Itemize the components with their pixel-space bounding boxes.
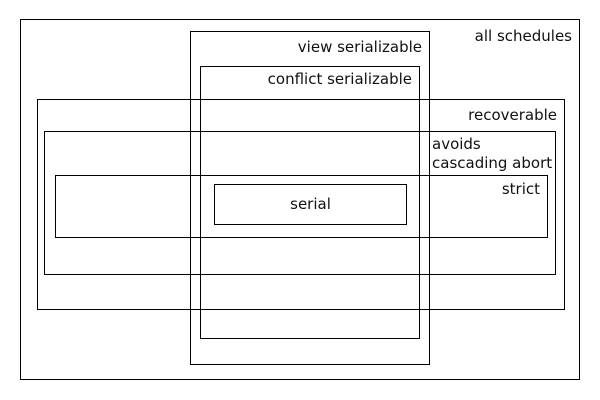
box-recoverable <box>37 99 565 310</box>
box-label-view-serializable: view serializable <box>297 38 422 56</box>
box-view-serializable <box>190 31 430 365</box>
box-label-avoids-cascading-abort: avoids cascading abort <box>432 135 553 172</box>
box-strict <box>55 175 548 238</box>
box-label-conflict-serializable: conflict serializable <box>267 70 412 88</box>
box-label-all-schedules: all schedules <box>474 27 572 45</box>
box-avoids-cascading-abort <box>44 131 556 275</box>
box-label-strict: strict <box>501 180 540 198</box>
box-label-recoverable: recoverable <box>468 106 557 124</box>
box-label-serial: serial <box>290 195 331 213</box>
box-conflict-serializable <box>200 66 420 339</box>
box-serial <box>214 184 407 225</box>
box-all-schedules <box>20 19 580 380</box>
